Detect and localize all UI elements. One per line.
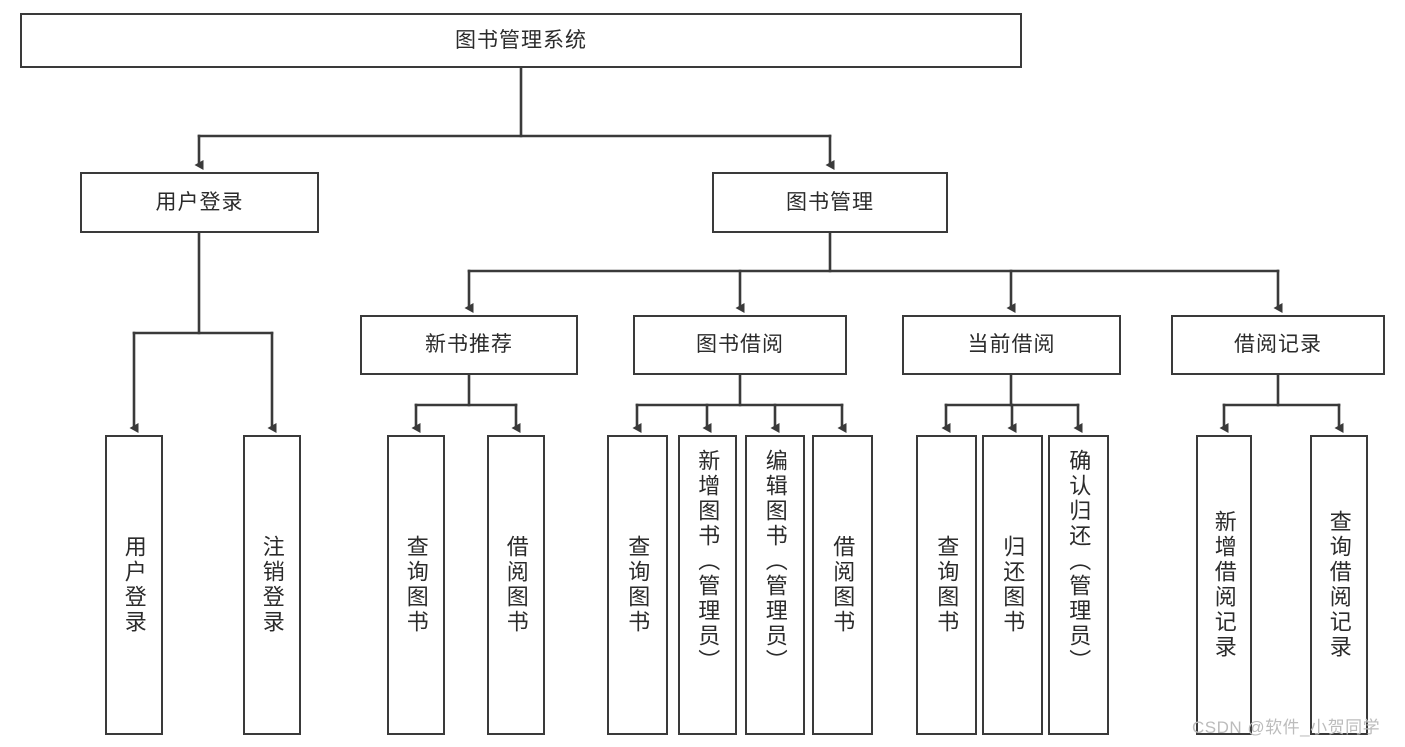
node-new-book-recommend[interactable]: 新书推荐 [360, 315, 578, 375]
node-leaf-logout-login[interactable]: 注销登录 [243, 435, 301, 735]
node-book-manage-label: 图书管理 [786, 190, 874, 214]
node-borrow-record-label: 借阅记录 [1234, 333, 1322, 357]
node-leaf-borrow-book-2-label: 借阅图书 [830, 535, 856, 635]
node-leaf-query-record-label: 查询借阅记录 [1326, 510, 1352, 660]
node-leaf-query-book-2[interactable]: 查询图书 [607, 435, 668, 735]
node-new-book-recommend-label: 新书推荐 [425, 333, 513, 357]
node-leaf-query-book-3[interactable]: 查询图书 [916, 435, 977, 735]
node-leaf-confirm-return[interactable]: 确认归还（管理员） [1048, 435, 1109, 735]
node-leaf-user-login-label: 用户登录 [121, 535, 147, 635]
node-leaf-confirm-return-label: 确认归还（管理员） [1066, 449, 1092, 674]
node-leaf-query-book-3-label: 查询图书 [934, 535, 960, 635]
csdn-watermark: CSDN @软件_小贺同学 [1192, 718, 1381, 737]
node-book-borrow[interactable]: 图书借阅 [633, 315, 847, 375]
node-leaf-logout-login-label: 注销登录 [259, 535, 285, 635]
node-root[interactable]: 图书管理系统 [20, 13, 1022, 68]
node-leaf-borrow-book-1[interactable]: 借阅图书 [487, 435, 545, 735]
node-leaf-borrow-book-2[interactable]: 借阅图书 [812, 435, 873, 735]
node-current-borrow-label: 当前借阅 [967, 333, 1056, 357]
node-current-borrow[interactable]: 当前借阅 [902, 315, 1121, 375]
node-leaf-query-book-1[interactable]: 查询图书 [387, 435, 445, 735]
node-user-login-label: 用户登录 [155, 190, 244, 214]
node-leaf-query-book-2-label: 查询图书 [625, 535, 651, 635]
node-leaf-return-book[interactable]: 归还图书 [982, 435, 1043, 735]
node-leaf-add-record-label: 新增借阅记录 [1211, 510, 1237, 660]
node-leaf-borrow-book-1-label: 借阅图书 [503, 535, 529, 635]
node-book-borrow-label: 图书借阅 [696, 333, 784, 357]
node-leaf-user-login[interactable]: 用户登录 [105, 435, 163, 735]
node-leaf-edit-book-label: 编辑图书（管理员） [762, 449, 788, 674]
node-user-login[interactable]: 用户登录 [80, 172, 319, 233]
node-leaf-return-book-label: 归还图书 [1000, 535, 1026, 635]
node-root-label: 图书管理系统 [455, 28, 587, 52]
node-borrow-record[interactable]: 借阅记录 [1171, 315, 1385, 375]
node-leaf-edit-book[interactable]: 编辑图书（管理员） [745, 435, 805, 735]
node-leaf-add-book-label: 新增图书（管理员） [695, 449, 721, 674]
node-leaf-query-record[interactable]: 查询借阅记录 [1310, 435, 1368, 735]
node-leaf-add-record[interactable]: 新增借阅记录 [1196, 435, 1252, 735]
node-leaf-add-book[interactable]: 新增图书（管理员） [678, 435, 737, 735]
node-leaf-query-book-1-label: 查询图书 [403, 535, 429, 635]
node-book-manage[interactable]: 图书管理 [712, 172, 948, 233]
